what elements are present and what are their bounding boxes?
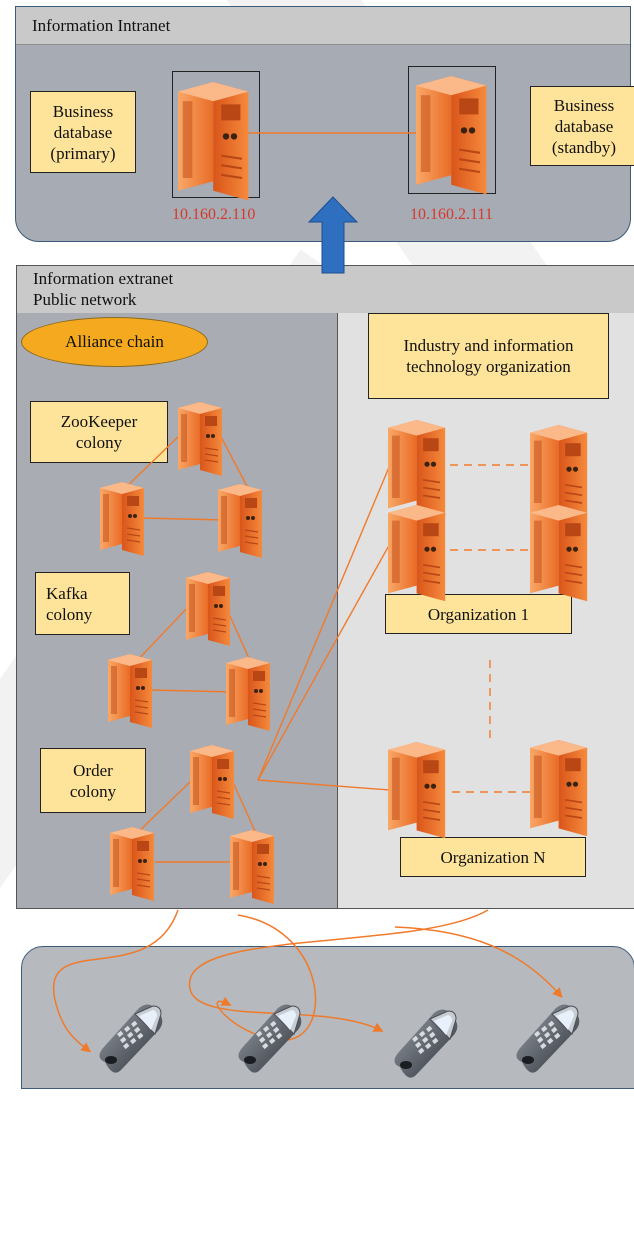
intranet-title: Information Intranet	[16, 7, 630, 45]
industry-org-label: Industry and information technology orga…	[368, 313, 609, 399]
primary-server-frame	[172, 71, 260, 198]
standby-ip: 10.160.2.111	[410, 206, 493, 223]
zookeeper-label: ZooKeeper colony	[30, 401, 168, 463]
alliance-chain-ellipse: Alliance chain	[21, 317, 208, 367]
organization-1-label: Organization 1	[385, 594, 572, 634]
organization-n-label: Organization N	[400, 837, 586, 877]
public-network-title: Public network	[33, 290, 137, 309]
client-panel	[21, 946, 634, 1089]
standby-db-label: Business database (standby)	[530, 86, 634, 166]
extranet-header: Information extranet Public network	[17, 266, 634, 314]
standby-server-frame	[408, 66, 496, 194]
order-label: Order colony	[40, 748, 146, 813]
kafka-label: Kafka colony	[35, 572, 130, 635]
primary-ip: 10.160.2.110	[172, 206, 256, 223]
extranet-title: Information extranet	[33, 269, 174, 288]
primary-db-label: Business database (primary)	[30, 91, 136, 173]
